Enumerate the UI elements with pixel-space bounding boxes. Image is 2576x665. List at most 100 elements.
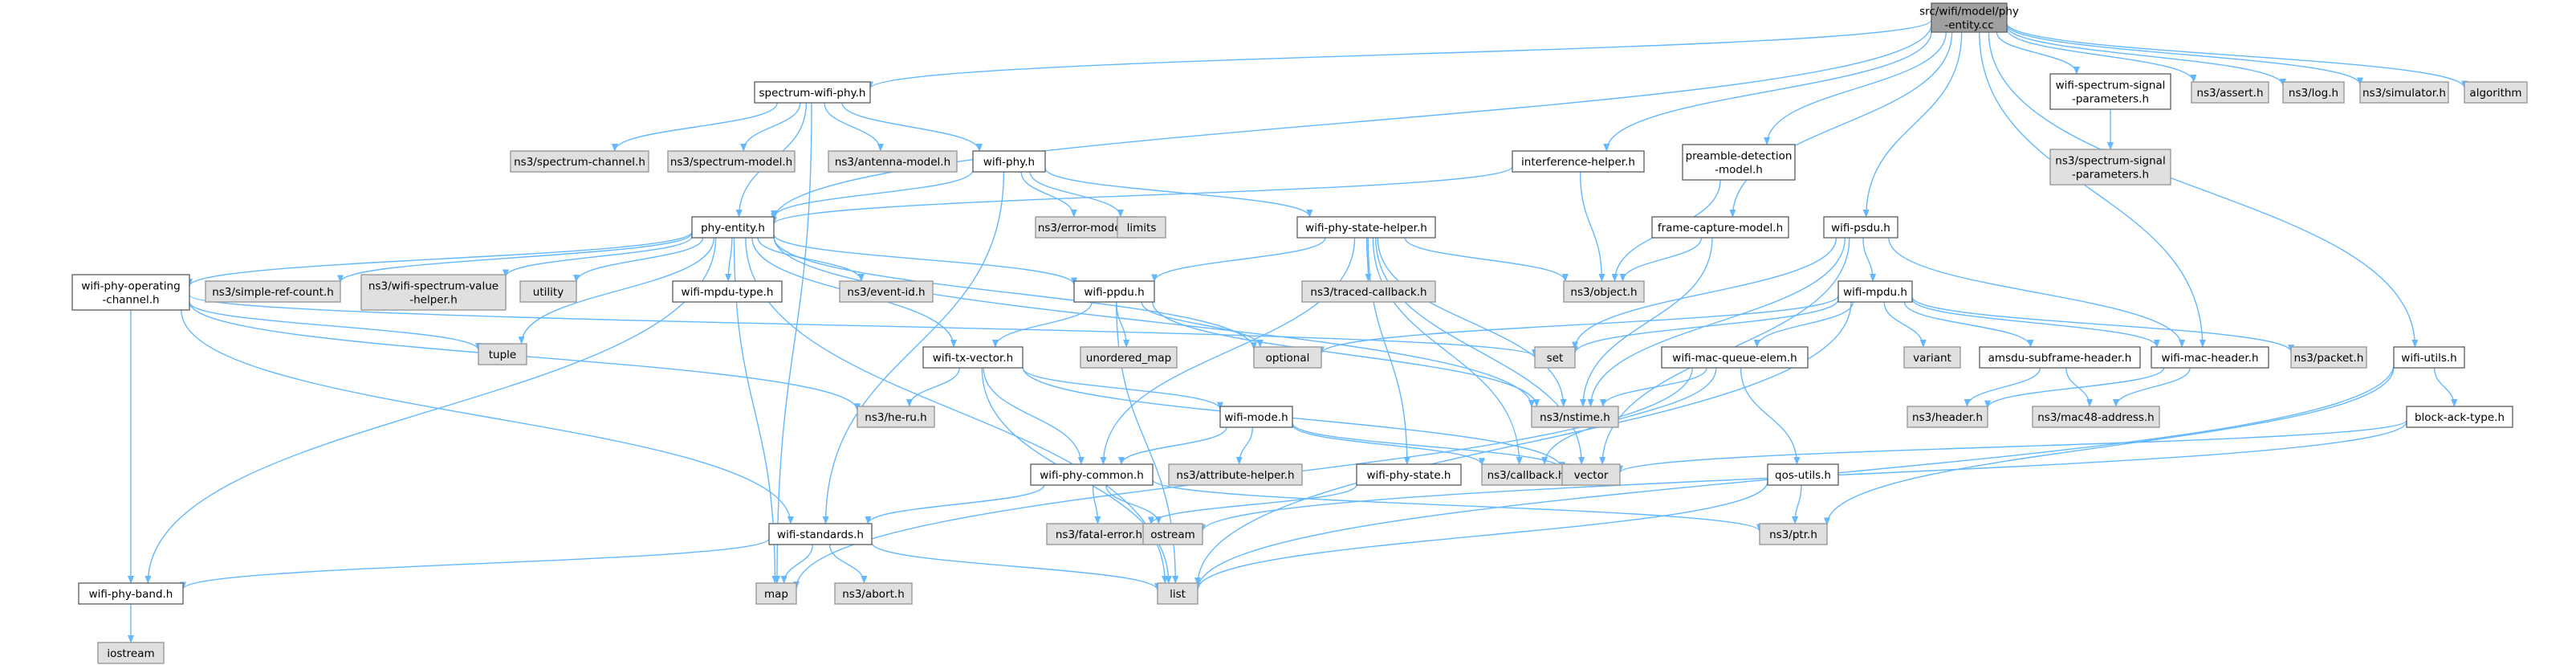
node-preamble-detection[interactable]: preamble-detection-model.h <box>1682 144 1796 181</box>
edge-root-to-ns3-log <box>2006 26 2286 87</box>
edge-wifi-standards-to-map <box>780 544 814 584</box>
node-box <box>972 150 1046 173</box>
node-phy-entity[interactable]: phy-entity.h <box>691 216 775 239</box>
node-wifi-tx-vector[interactable]: wifi-tx-vector.h <box>922 346 1023 369</box>
node-wifi-phy-state[interactable]: wifi-phy-state.h <box>1356 463 1462 486</box>
node-label: wifi-mpdu.h <box>1843 286 1907 299</box>
node-label: -parameters.h <box>2072 169 2149 182</box>
edge-wifi-mode-to-vector <box>1292 422 1565 471</box>
node-amsdu-subframe-header[interactable]: amsdu-subframe-header.h <box>1979 346 2141 369</box>
edge-phy-entity-to-ns3-simple-ref-count <box>337 232 693 284</box>
node-ns3-antenna-model: ns3/antenna-model.h <box>828 150 958 173</box>
node-ns3-spectrum-model: ns3/spectrum-model.h <box>667 150 796 173</box>
edge-wifi-mpdu-to-amsdu-subframe-header <box>1903 301 2034 348</box>
node-label: wifi-phy-common.h <box>1040 469 1144 482</box>
node-optional: optional <box>1253 346 1322 369</box>
node-frame-capture[interactable]: frame-capture-model.h <box>1651 216 1789 239</box>
edge-wifi-phy-state-helper-to-ns3-nstime <box>1377 237 1567 407</box>
edge-wifi-mac-queue-elem-to-ns3-nstime <box>1600 367 1707 407</box>
node-box <box>2049 73 2171 110</box>
node-ns3-simple-ref-count: ns3/simple-ref-count.h <box>205 280 341 303</box>
node-ns3-log: ns3/log.h <box>2282 81 2345 104</box>
edge-wifi-utils-to-ns3-ptr <box>1824 367 2395 526</box>
node-wifi-phy-operating-channel[interactable]: wifi-phy-operating-channel.h <box>71 274 190 311</box>
node-box <box>2032 406 2160 428</box>
node-box <box>768 523 873 545</box>
node-wifi-spectrum-signal-params[interactable]: wifi-spectrum-signal-parameters.h <box>2049 73 2171 110</box>
node-wifi-phy-band[interactable]: wifi-phy-band.h <box>78 582 184 605</box>
node-box <box>1117 216 1166 239</box>
node-block-ack-type[interactable]: block-ack-type.h <box>2406 406 2513 428</box>
node-ns3-fatal-error: ns3/fatal-error.h <box>1046 523 1152 545</box>
node-box <box>1823 216 1898 239</box>
node-wifi-phy-common[interactable]: wifi-phy-common.h <box>1030 463 1154 486</box>
node-wifi-psdu[interactable]: wifi-psdu.h <box>1823 216 1898 239</box>
node-label: ns3/he-ru.h <box>865 411 926 424</box>
edge-wifi-phy-to-wifi-standards <box>822 171 1005 524</box>
node-wifi-mac-header[interactable]: wifi-mac-header.h <box>2151 346 2269 369</box>
edge-wifi-psdu-to-set <box>1572 237 1837 350</box>
node-wifi-mode[interactable]: wifi-mode.h <box>1219 406 1293 428</box>
node-box <box>360 274 507 311</box>
node-wifi-phy[interactable]: wifi-phy.h <box>972 150 1046 173</box>
edge-wifi-phy-to-wifi-phy-state-helper <box>1044 168 1313 218</box>
node-wifi-phy-state-helper[interactable]: wifi-phy-state-helper.h <box>1296 216 1436 239</box>
node-box <box>672 280 783 303</box>
edge-wifi-standards-to-wifi-phy-band <box>180 537 770 590</box>
edge-wifi-phy-state-helper-to-wifi-phy-common <box>1100 237 1356 465</box>
node-label: ns3/wifi-spectrum-value <box>368 280 499 293</box>
node-label: set <box>1547 352 1564 365</box>
node-wifi-mac-queue-elem[interactable]: wifi-mac-queue-elem.h <box>1661 346 1809 369</box>
node-label: ns3/mac48-address.h <box>2037 411 2155 424</box>
node-wifi-mpdu[interactable]: wifi-mpdu.h <box>1837 280 1913 303</box>
edge-wifi-phy-operating-channel-to-set <box>189 294 1538 357</box>
edge-phy-entity-to-wifi-ppdu <box>773 234 1077 286</box>
node-ns3-simulator: ns3/simulator.h <box>2359 81 2449 104</box>
node-ns3-spectrum-signal-params: ns3/spectrum-signal-parameters.h <box>2049 149 2171 186</box>
edge-wifi-mac-queue-elem-to-qos-utils <box>1740 367 1801 465</box>
node-wifi-standards[interactable]: wifi-standards.h <box>768 523 873 545</box>
node-spectrum-wifi-phy[interactable]: spectrum-wifi-phy.h <box>754 81 871 104</box>
edge-wifi-mode-to-ns3-attribute-helper <box>1235 426 1254 465</box>
edge-phy-entity-to-tuple <box>518 237 715 345</box>
edge-wifi-mode-to-ns3-callback <box>1292 424 1485 467</box>
edge-root-to-interference-helper <box>1603 31 1932 152</box>
edge-spectrum-wifi-phy-to-wifi-phy <box>841 102 983 152</box>
node-ns3-object: ns3/object.h <box>1563 280 1645 303</box>
node-box <box>1073 280 1155 303</box>
edge-wifi-ppdu-to-ns3-nstime <box>1152 301 1540 407</box>
node-label: ns3/callback.h <box>1487 469 1565 482</box>
edge-wifi-mpdu-to-ns3-packet <box>1911 296 2294 353</box>
edge-wifi-psdu-to-wifi-mpdu <box>1862 237 1877 282</box>
node-box <box>1682 144 1796 181</box>
node-wifi-mpdu-type[interactable]: wifi-mpdu-type.h <box>672 280 783 303</box>
node-ns3-spectrum-channel: ns3/spectrum-channel.h <box>510 150 649 173</box>
node-wifi-ppdu[interactable]: wifi-ppdu.h <box>1073 280 1155 303</box>
node-box <box>857 406 935 428</box>
node-label: ns3/spectrum-channel.h <box>514 156 645 169</box>
node-root[interactable]: src/wifi/model/phy-entity.cc <box>1919 2 2019 33</box>
edge-root-to-ns3-simulator <box>2006 23 2363 86</box>
node-label: utility <box>533 286 564 299</box>
node-ns3-packet: ns3/packet.h <box>2290 346 2367 369</box>
node-box <box>834 582 913 605</box>
node-label: ns3/fatal-error.h <box>1056 528 1142 541</box>
node-interference-helper[interactable]: interference-helper.h <box>1512 150 1645 173</box>
node-label: interference-helper.h <box>1521 156 1635 169</box>
node-label: ns3/abort.h <box>842 588 905 601</box>
edge-wifi-mpdu-to-wifi-mac-queue-elem <box>1753 301 1854 348</box>
node-box <box>828 150 958 173</box>
node-box <box>1534 346 1576 369</box>
edge-root-to-wifi-mac-header <box>1979 31 2206 348</box>
edge-phy-entity-to-list <box>745 237 1169 584</box>
edge-wifi-psdu-to-wifi-mac-header <box>1888 237 2186 348</box>
edge-wifi-phy-state-to-ns3-fatal-error <box>1148 484 1357 525</box>
node-list: list <box>1157 582 1198 605</box>
edge-wifi-mac-queue-elem-to-ns3-callback <box>1541 367 1717 465</box>
node-qos-utils[interactable]: qos-utils.h <box>1767 463 1839 486</box>
node-wifi-utils[interactable]: wifi-utils.h <box>2393 346 2465 369</box>
node-box <box>71 274 190 311</box>
node-label: algorithm <box>2469 87 2521 100</box>
edge-wifi-mpdu-to-set <box>1572 299 1839 354</box>
node-box <box>97 642 165 664</box>
